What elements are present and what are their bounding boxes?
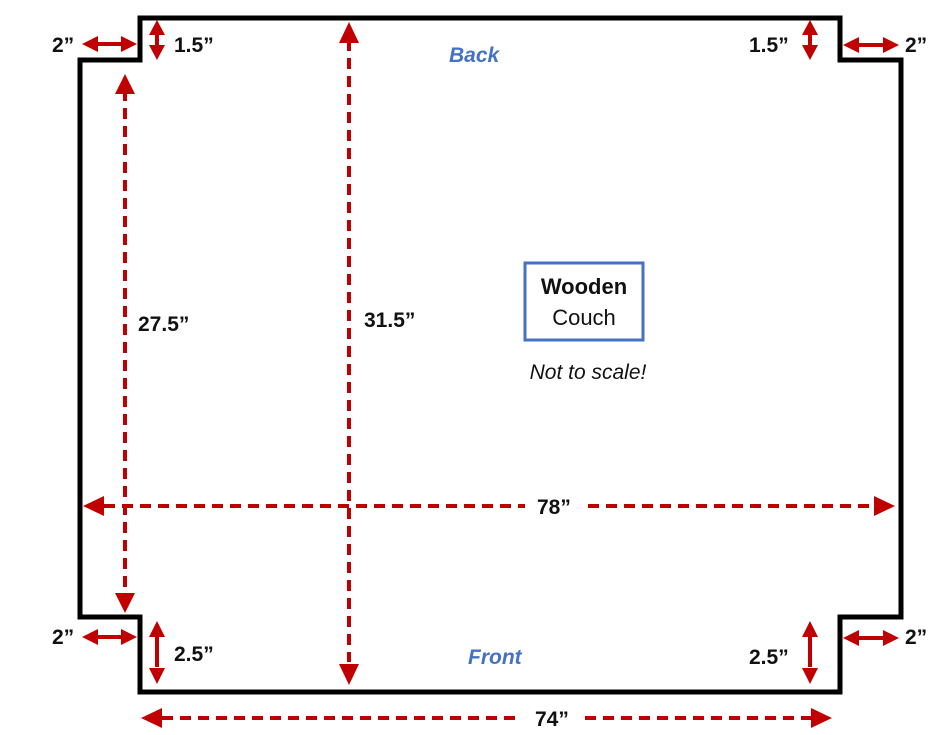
box-title: Wooden xyxy=(541,274,627,299)
dimension-top-right-notch-width xyxy=(843,37,899,53)
label-top-left-notch-width: 2” xyxy=(52,34,74,57)
label-total-width: 78” xyxy=(537,496,571,519)
dimension-top-left-notch-width xyxy=(82,36,137,52)
wooden-couch-box xyxy=(523,261,645,342)
label-back: Back xyxy=(449,44,501,67)
label-top-right-notch-width: 2” xyxy=(905,34,927,57)
label-front: Front xyxy=(468,646,523,669)
dimension-bottom-right-notch-width xyxy=(843,630,899,646)
label-bottom-right-notch-width: 2” xyxy=(905,626,927,649)
label-bottom-left-notch-width: 2” xyxy=(52,626,74,649)
dimension-inner-side-height xyxy=(115,74,135,613)
dimension-total-depth xyxy=(339,22,359,685)
dimension-bottom-left-notch-height xyxy=(149,621,165,684)
dimension-bottom-right-notch-height xyxy=(802,621,818,684)
dimension-total-width xyxy=(83,496,895,516)
dimension-top-left-notch-height xyxy=(149,20,165,60)
label-inner-side-height: 27.5” xyxy=(138,313,189,336)
label-total-depth: 31.5” xyxy=(364,309,415,332)
label-top-left-notch-height: 1.5” xyxy=(174,34,214,57)
dimension-front-width xyxy=(141,708,832,728)
not-to-scale-note: Not to scale! xyxy=(530,361,647,384)
dimension-top-right-notch-height xyxy=(802,20,818,60)
label-front-width: 74” xyxy=(535,708,569,731)
label-bottom-left-notch-height: 2.5” xyxy=(174,643,214,666)
box-subtitle: Couch xyxy=(552,305,616,330)
dimension-bottom-left-notch-width xyxy=(82,629,137,645)
couch-outline xyxy=(77,15,904,695)
label-top-right-notch-height: 1.5” xyxy=(749,34,789,57)
label-bottom-right-notch-height: 2.5” xyxy=(749,646,789,669)
